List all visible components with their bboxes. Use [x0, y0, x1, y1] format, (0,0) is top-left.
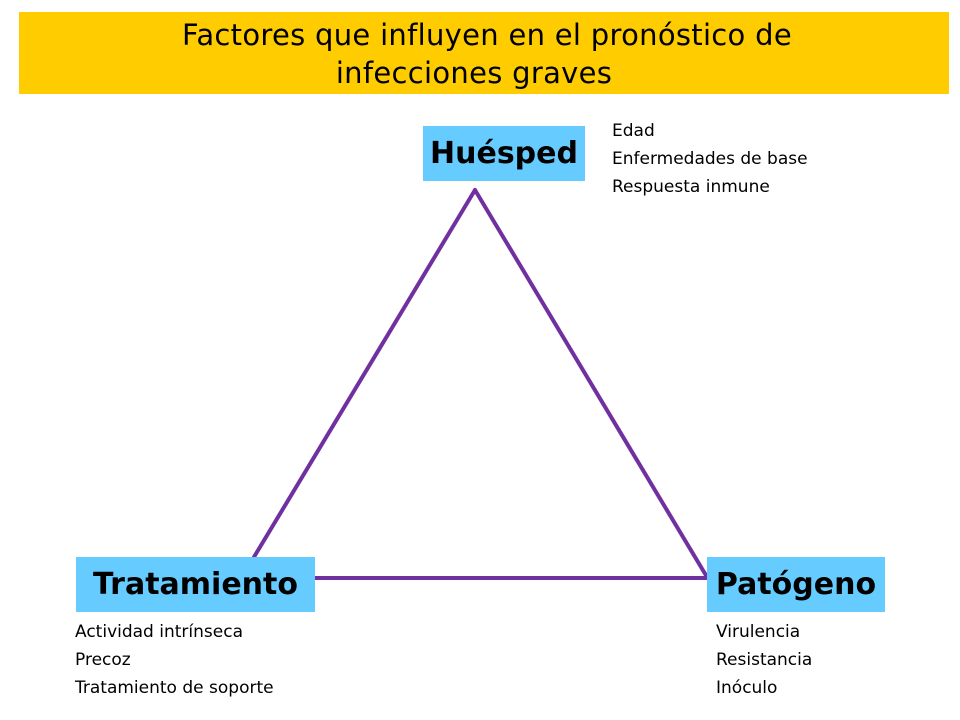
list-item: Inóculo — [716, 678, 778, 698]
list-item: Respuesta inmune — [612, 177, 770, 197]
node-pathogen-label: Patógeno — [715, 566, 877, 602]
title-banner: Factores que influyen en el pronóstico d… — [19, 12, 949, 94]
list-item: Precoz — [75, 650, 131, 670]
list-item: Resistancia — [716, 650, 813, 670]
pathogen-factors-list: Virulencia Resistancia Inóculo — [716, 618, 812, 702]
node-host-label: Huésped — [430, 135, 578, 171]
list-item: Tratamiento de soporte — [75, 678, 274, 698]
node-treatment-label: Tratamiento — [93, 566, 298, 602]
node-treatment: Tratamiento — [76, 557, 315, 612]
edge-host-pathogen — [473, 188, 709, 579]
node-pathogen: Patógeno — [707, 557, 885, 612]
list-item: Enfermedades de base — [612, 149, 808, 169]
list-item: Edad — [612, 121, 655, 141]
host-factors-list: Edad Enfermedades de base Respuesta inmu… — [612, 117, 808, 201]
title-line-2: infecciones graves — [335, 56, 613, 90]
list-item: Virulencia — [716, 622, 801, 642]
edge-host-treatment — [252, 188, 477, 559]
treatment-factors-list: Actividad intrínseca Precoz Tratamiento … — [75, 618, 274, 702]
list-item: Actividad intrínseca — [75, 622, 243, 642]
node-host: Huésped — [423, 126, 585, 181]
title-line-1: Factores que influyen en el pronóstico d… — [182, 18, 792, 52]
